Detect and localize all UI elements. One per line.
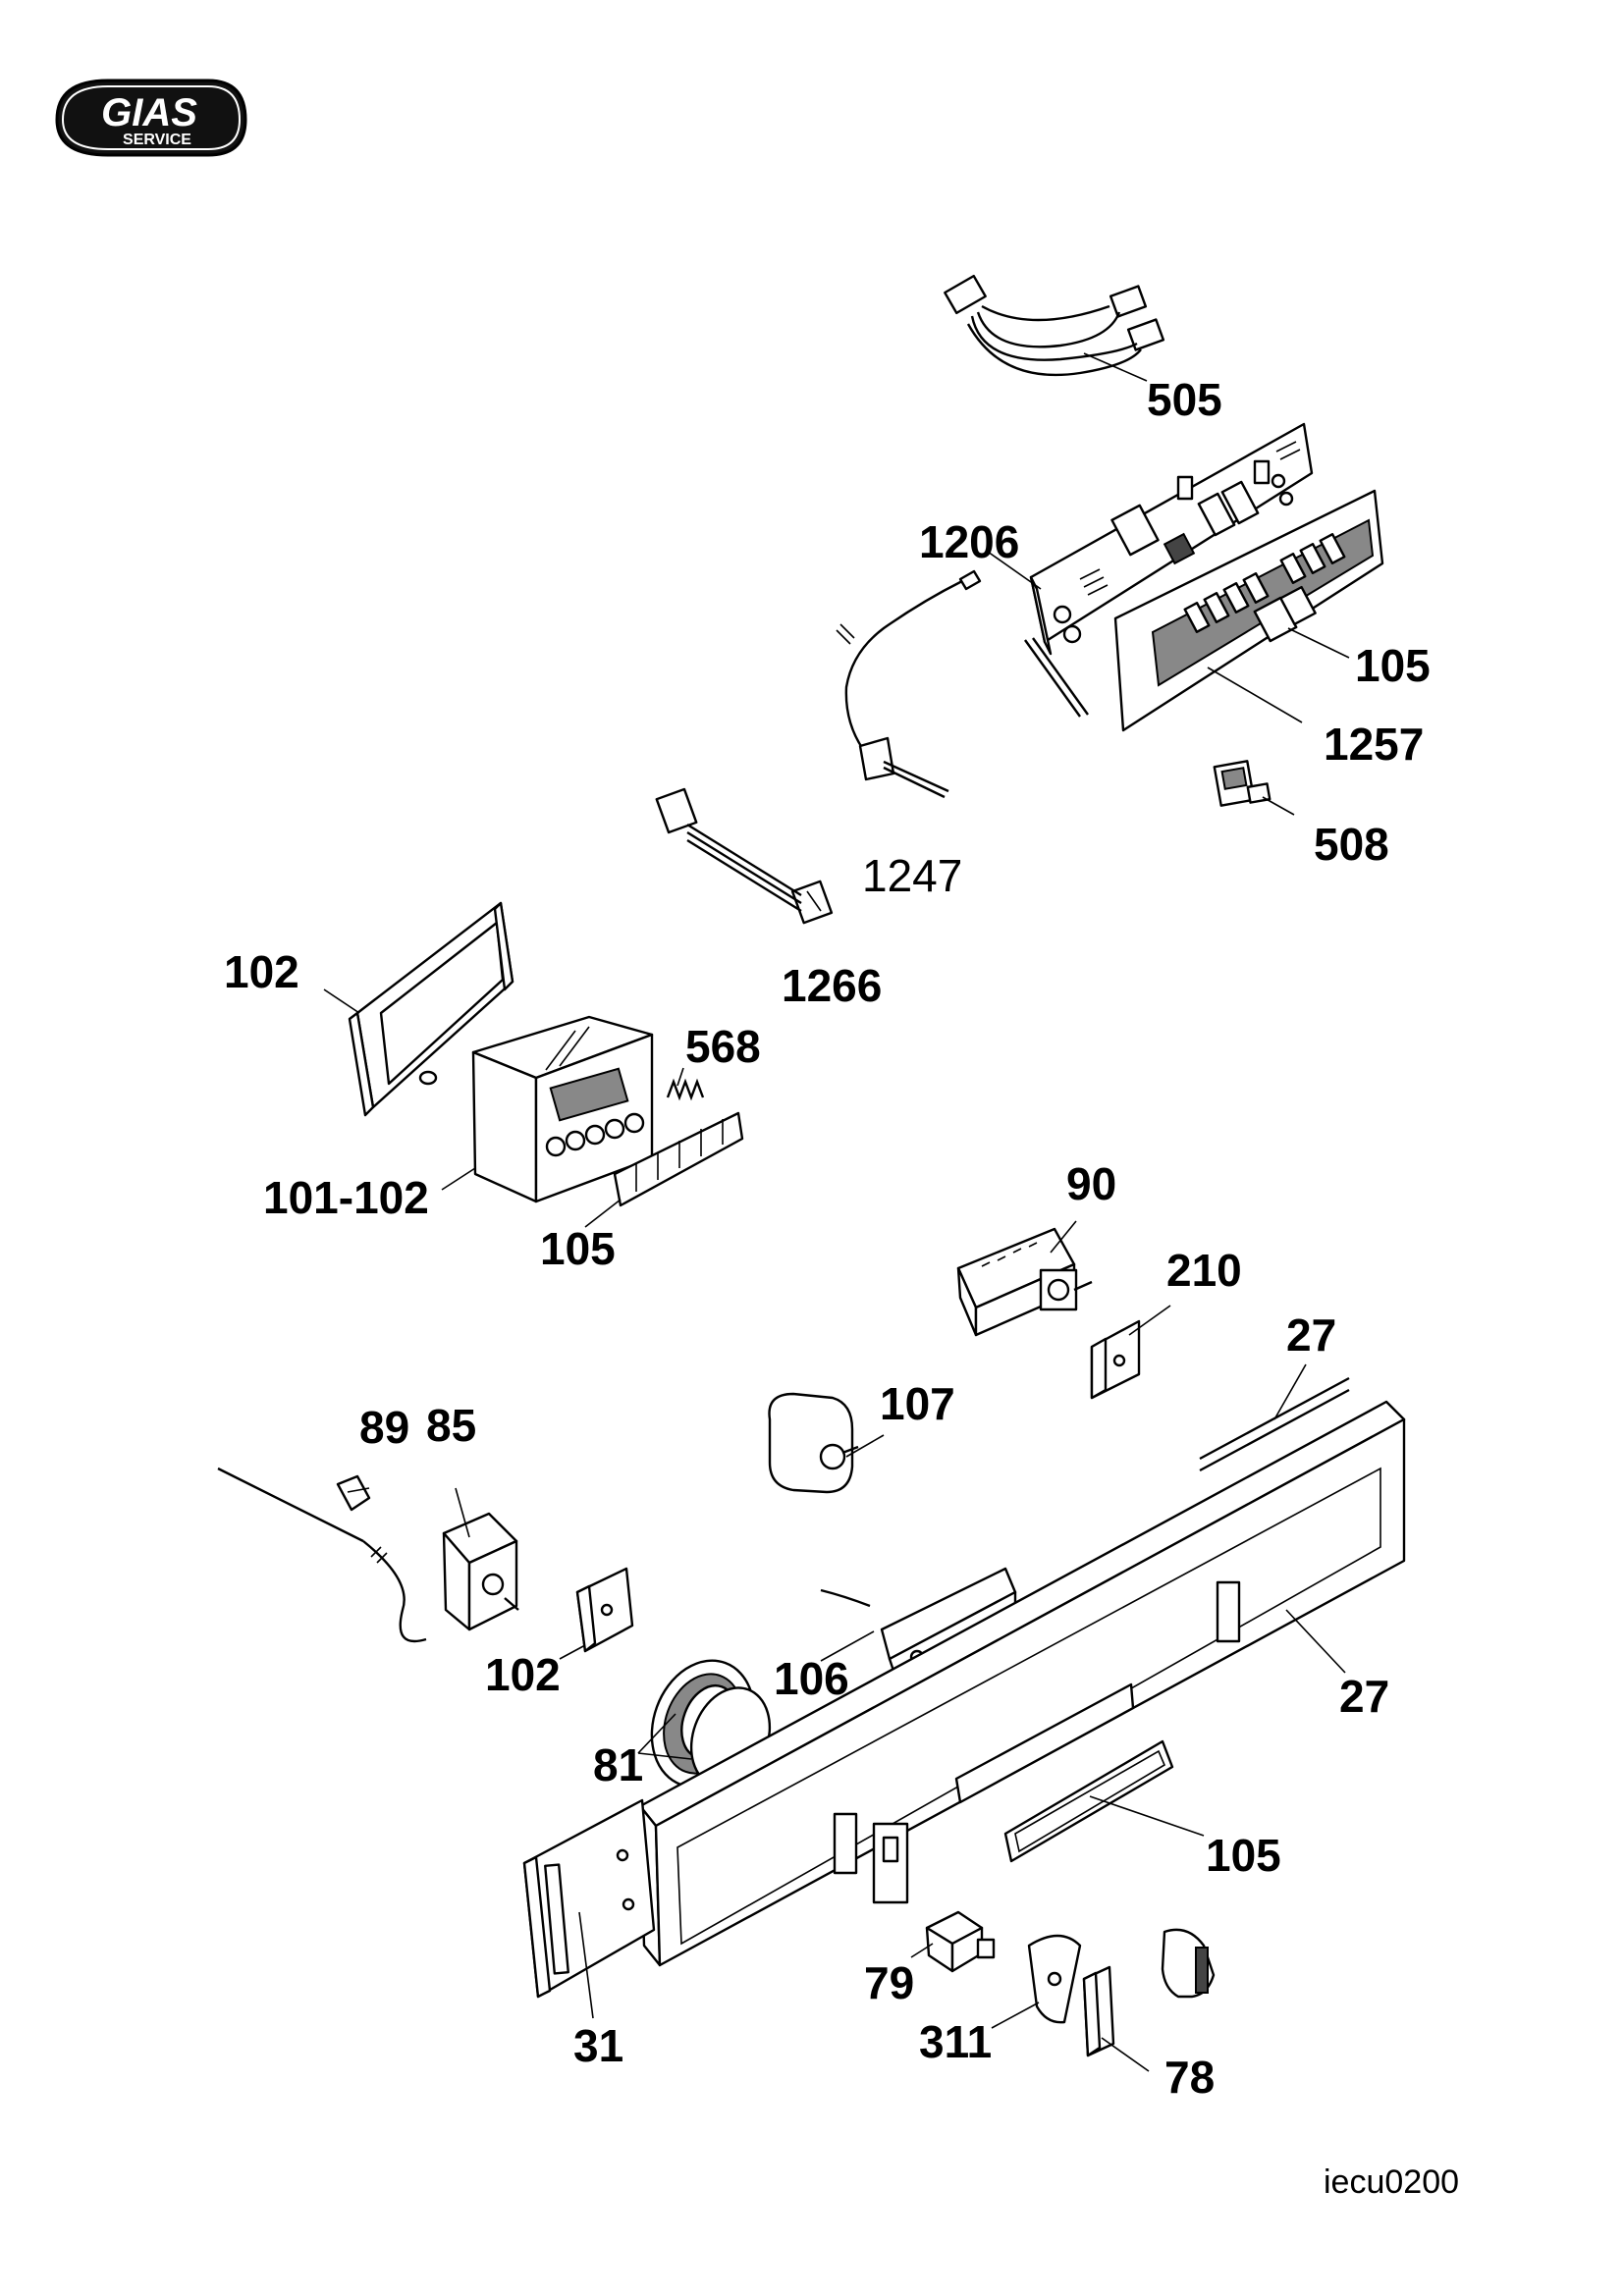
label-79: 79: [864, 1957, 914, 2008]
part-102-lower-bracket: [575, 1567, 634, 1653]
part-210-bracket: [1090, 1319, 1141, 1400]
label-1206: 1206: [919, 516, 1019, 567]
label-101-102: 101-102: [263, 1172, 429, 1223]
part-31-side-bracket: [522, 1798, 656, 1999]
label-78: 78: [1164, 2052, 1215, 2103]
label-85: 85: [426, 1400, 476, 1451]
part-568-spring: [666, 1078, 705, 1101]
label-210: 210: [1166, 1245, 1242, 1296]
label-505: 505: [1147, 374, 1222, 425]
label-27-panel: 27: [1339, 1671, 1389, 1722]
part-90-selector-switch: [956, 1227, 1093, 1337]
label-508: 508: [1314, 819, 1389, 870]
label-81: 81: [593, 1739, 643, 1790]
label-89: 89: [359, 1402, 409, 1453]
gias-service-logo: GIAS SERVICE: [55, 79, 247, 157]
part-78-knob: [1082, 1928, 1216, 2057]
leader-lines: [323, 352, 1350, 2072]
label-1247: 1247: [862, 850, 962, 901]
logo-sub: SERVICE: [123, 132, 191, 148]
part-105-window-frame: [1003, 1739, 1174, 1863]
logo-brand: GIAS: [101, 91, 197, 134]
label-102-frame: 102: [224, 946, 299, 997]
label-107: 107: [880, 1378, 955, 1429]
label-311: 311: [919, 2016, 992, 2067]
part-102-mounting-frame: [348, 901, 514, 1117]
drawing-code: iecu0200: [1324, 2163, 1459, 2201]
label-106: 106: [774, 1653, 849, 1704]
part-labels: 505 1206 105 1257 508 1247 1266 102 568 …: [224, 374, 1431, 2103]
label-105-keypad: 105: [540, 1223, 616, 1274]
display-digits-right: [1279, 533, 1346, 584]
display-digits-left: [1183, 572, 1270, 633]
part-311-cam: [1027, 1934, 1082, 2024]
part-101-102-programmer: [471, 1015, 654, 1203]
part-106-lamp-holder: [820, 1567, 1017, 1673]
label-105-frame: 105: [1206, 1830, 1281, 1881]
label-90: 90: [1066, 1158, 1116, 1209]
part-1266-ribbon-cable: [655, 787, 834, 925]
label-568: 568: [685, 1021, 761, 1072]
label-1266: 1266: [782, 960, 882, 1011]
label-31: 31: [573, 2020, 623, 2071]
part-1247-probe-cable: [836, 569, 1089, 799]
part-89-capillary: [217, 1467, 427, 1643]
part-79-switch: [872, 1822, 996, 1973]
part-505-wiring-harness: [944, 274, 1165, 377]
label-27-trim: 27: [1286, 1309, 1336, 1361]
part-1206-control-board: [1029, 422, 1314, 656]
part-85-thermostat: [442, 1512, 519, 1631]
part-508-switch: [1213, 760, 1271, 807]
part-1257-display-board: [1113, 489, 1384, 732]
label-1257: 1257: [1324, 719, 1424, 770]
label-105-display: 105: [1355, 640, 1431, 691]
label-102-bracket: 102: [485, 1649, 561, 1700]
part-105-keypad-strip: [613, 1111, 744, 1207]
part-27-control-panel: [638, 1400, 1406, 1967]
part-107-thermostat: [768, 1392, 859, 1494]
